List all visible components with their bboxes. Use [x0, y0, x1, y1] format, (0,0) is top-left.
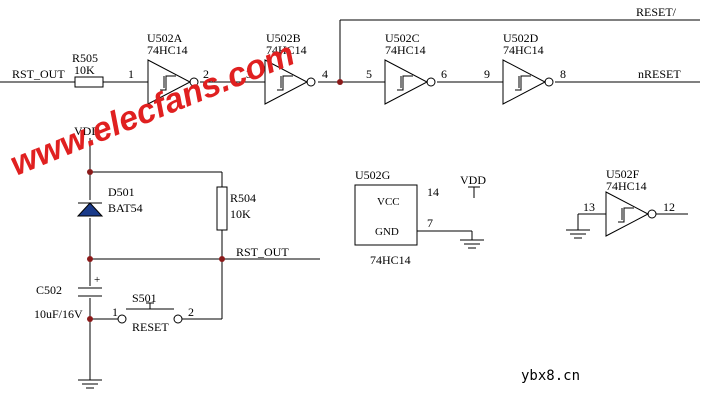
rst-out-net-label: RST_OUT	[236, 245, 289, 259]
u502c-pin-in: 5	[366, 67, 372, 81]
u502f-pin-out: 12	[663, 200, 675, 214]
top-wires	[0, 19, 700, 83]
junction-dot	[87, 316, 93, 322]
footer-panel	[310, 337, 701, 403]
inverter-u502f: U502F 74HC14 13 12	[566, 167, 688, 239]
resistor-r504: R504 10K	[216, 186, 256, 231]
inverter-u502c: U502C 74HC14 5 6	[366, 31, 447, 105]
u502d-part: 74HC14	[503, 43, 544, 57]
u502c-pin-out: 6	[441, 67, 447, 81]
capacitor-c502: + C502 10uF/16V	[34, 274, 104, 321]
reset-bar-label: RESET/	[636, 5, 677, 19]
u502d-pin-out: 8	[560, 67, 566, 81]
reset-network-wires	[89, 138, 320, 380]
u502g-gnd: GND	[375, 226, 399, 238]
u502a-part: 74HC14	[147, 43, 188, 57]
d501-value: BAT54	[108, 201, 143, 215]
c502-ref: C502	[36, 283, 62, 297]
c502-value: 10uF/16V	[34, 307, 83, 321]
u502g-part: 74HC14	[370, 253, 411, 267]
site-credit: ybx8.cn	[521, 368, 580, 384]
d501-ref: D501	[108, 185, 135, 199]
inverter-u502b: U502B 74HC14 3 4	[246, 31, 328, 105]
s501-value: RESET	[132, 320, 169, 334]
junction-dot	[219, 256, 225, 262]
u502g-pin-gnd: 7	[427, 216, 433, 230]
vdd-left-label: VDD	[74, 124, 100, 138]
u502g-power-block: U502G VCC GND 74HC14 14 7 VDD	[354, 168, 486, 267]
s501-ref: S501	[132, 291, 157, 305]
junction-dot	[87, 169, 93, 175]
r504-ref: R504	[230, 191, 256, 205]
u502f-pin-in: 13	[583, 200, 595, 214]
u502b-pin-in: 3	[246, 67, 252, 81]
u502f-ref: U502F	[606, 167, 640, 181]
junction-dot	[87, 256, 93, 262]
ground-symbol	[78, 379, 102, 389]
rst-out-input-label: RST_OUT	[12, 67, 65, 81]
diode-d501: D501 BAT54	[76, 185, 143, 218]
u502d-ref: U502D	[503, 31, 539, 45]
u502g-pin-vcc: 14	[427, 185, 439, 199]
u502b-ref: U502B	[266, 31, 301, 45]
u502g-vcc: VCC	[377, 196, 400, 208]
u502d-pin-in: 9	[484, 67, 490, 81]
u502a-pin-out: 2	[203, 67, 209, 81]
u502a-pin-in: 1	[128, 67, 134, 81]
u502a-ref: U502A	[147, 31, 183, 45]
c502-polarity: +	[94, 274, 100, 286]
s501-pin1: 1	[112, 305, 118, 319]
nreset-label: nRESET	[638, 67, 681, 81]
inverter-u502d: U502D 74HC14 9 8	[484, 31, 566, 105]
u502b-pin-out: 4	[322, 67, 328, 81]
u502c-part: 74HC14	[385, 43, 426, 57]
vdd-right-label: VDD	[460, 173, 486, 187]
u502g-ref: U502G	[355, 168, 391, 182]
r505-ref: R505	[72, 51, 98, 65]
r505-value: 10K	[74, 63, 95, 77]
inverter-u502a: U502A 74HC14 1 2	[128, 31, 209, 105]
u502c-ref: U502C	[385, 31, 420, 45]
junction-dot	[337, 79, 343, 85]
resistor-r505: R505 10K	[72, 51, 104, 88]
u502b-part: 74HC14	[266, 43, 307, 57]
s501-pin2: 2	[188, 305, 194, 319]
r504-value: 10K	[230, 207, 251, 221]
switch-s501: S501 RESET 1 2	[112, 291, 194, 334]
u502f-part: 74HC14	[606, 179, 647, 193]
